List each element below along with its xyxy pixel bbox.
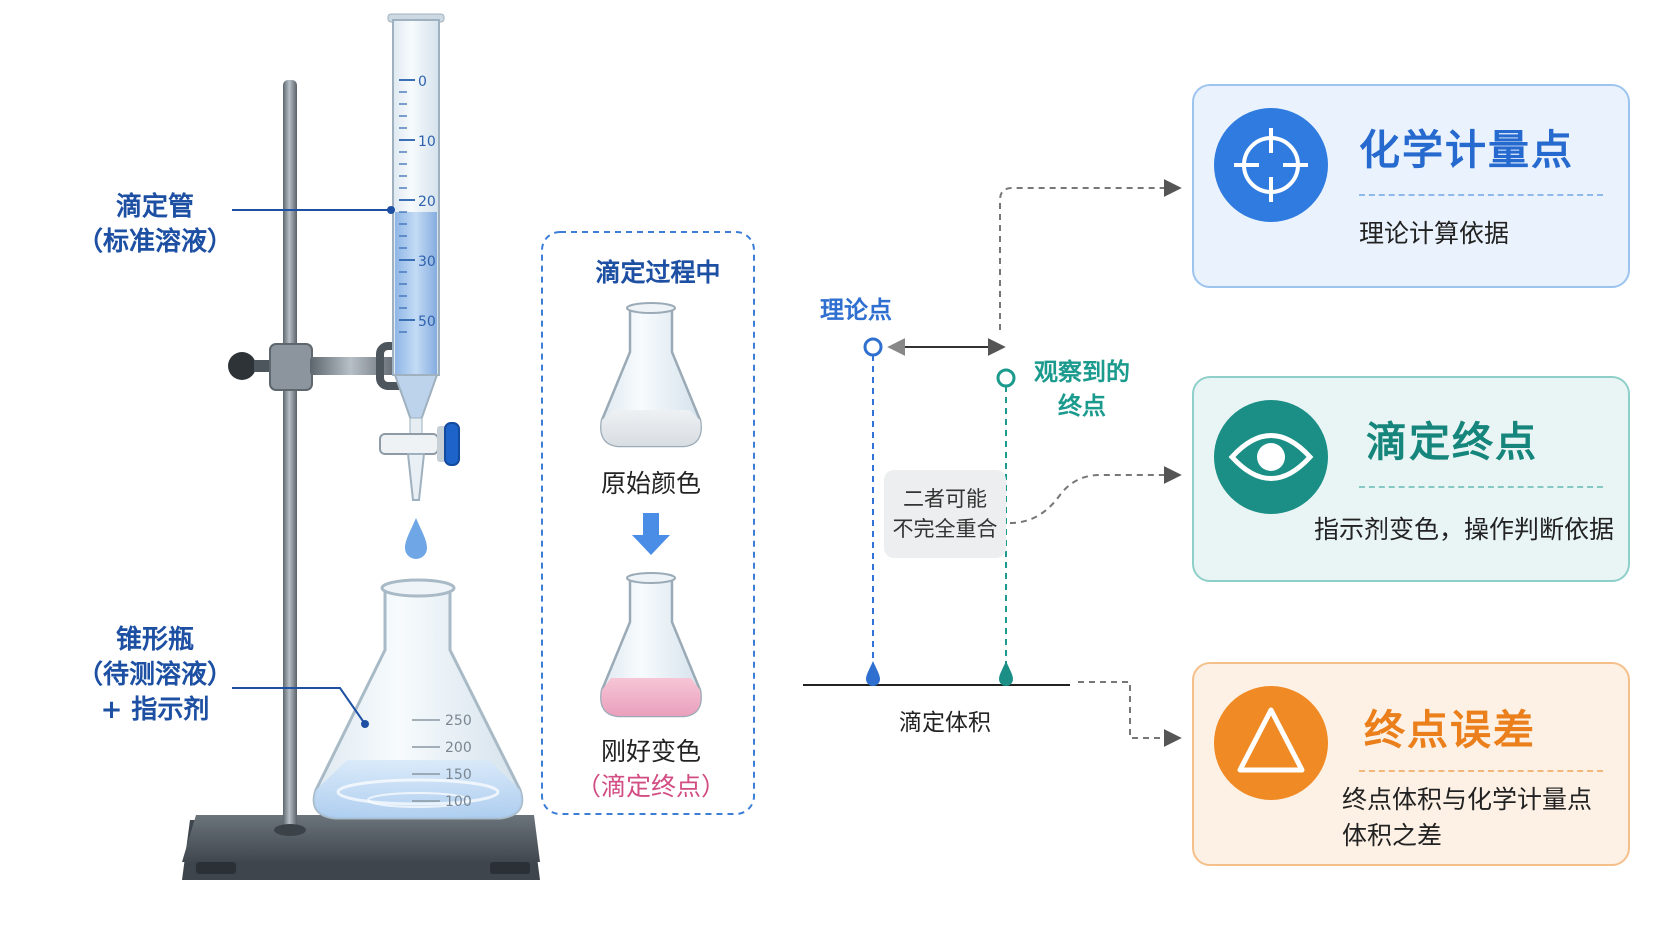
connector-stoich (999, 179, 1182, 330)
observed-drop (999, 661, 1013, 686)
before-caption: 原始颜色 (600, 469, 701, 498)
flask-tick-label: 200 (445, 740, 472, 756)
card-description: 终点体积与化学计量点 体积之差 (1342, 782, 1592, 855)
card-description-line1: 终点体积与化学计量点 (1342, 785, 1593, 814)
theory-point-label: 理论点 (820, 296, 892, 324)
theory-point-marker (863, 337, 883, 357)
observed-label-line1: 观察到的 (1034, 358, 1130, 386)
burette-tick-label: 0 (418, 74, 427, 90)
burette-label-line1: 滴定管 (115, 192, 194, 222)
after-caption: 刚好变色 (600, 737, 701, 766)
card-description: 理论计算依据 (1359, 219, 1510, 248)
observed-point-marker (996, 368, 1016, 388)
burette-clamp (228, 342, 424, 391)
card-title: 滴定终点 (1366, 418, 1538, 466)
flask-label-line3: + 指示剂 (100, 695, 210, 726)
flask-label-line2: （待测溶液） (76, 660, 233, 691)
connector-error (1078, 681, 1182, 747)
card-stoichiometric-point: 化学计量点 理论计算依据 (1192, 84, 1630, 288)
burette-label: 滴定管 （标准溶液） (60, 190, 250, 260)
process-down-arrow (632, 513, 670, 555)
card-title: 化学计量点 (1359, 126, 1574, 174)
card-separator (1359, 194, 1603, 196)
observed-label-line2: 终点 (1058, 391, 1106, 420)
falling-drop (405, 518, 427, 559)
card-description-line2: 体积之差 (1342, 821, 1443, 851)
warning-triangle-icon (1214, 686, 1328, 800)
observed-point-label: 观察到的 终点 (1022, 356, 1142, 423)
burette-tick-label: 50 (418, 314, 436, 330)
axis-label: 滴定体积 (899, 710, 991, 736)
card-titration-endpoint: 滴定终点 指示剂变色，操作判断依据 (1192, 376, 1630, 582)
note-line1: 二者可能 (903, 486, 987, 511)
burette-label-line2: （标准溶液） (76, 227, 233, 258)
flask-tick-label: 150 (445, 767, 472, 783)
card-separator (1359, 770, 1603, 772)
flask-scale: 250 200 150 100 (412, 713, 472, 810)
flask-original-color (600, 302, 702, 448)
card-endpoint-error: 终点误差 终点体积与化学计量点 体积之差 (1192, 662, 1630, 866)
connector-endpoint (1009, 466, 1182, 524)
burette-scale: 0 10 20 30 50 (399, 74, 436, 333)
flask-tick-label: 250 (445, 713, 472, 729)
burette (379, 13, 460, 501)
process-box (541, 231, 755, 815)
flask-label: 锥形瓶 （待测溶液） + 指示剂 (55, 623, 255, 728)
flask-changed-color (600, 572, 702, 718)
conical-flask (312, 578, 524, 820)
flask-tick-label: 100 (445, 794, 472, 810)
stand-base (182, 815, 540, 880)
process-title: 滴定过程中 (595, 258, 721, 287)
stand-rod (283, 80, 297, 832)
flask-label-line1: 锥形瓶 (115, 625, 194, 655)
burette-tick-label: 20 (418, 194, 436, 210)
eye-icon (1214, 400, 1328, 514)
card-title: 终点误差 (1364, 706, 1536, 754)
burette-tick-label: 10 (418, 134, 436, 150)
mismatch-note: 二者可能 不完全重合 (884, 470, 1006, 558)
burette-tick-label: 30 (418, 254, 436, 270)
crosshair-icon (1214, 108, 1328, 222)
after-subcaption: （滴定终点） (575, 772, 726, 801)
theory-drop (866, 661, 880, 686)
card-description: 指示剂变色，操作判断依据 (1314, 515, 1615, 544)
note-line2: 不完全重合 (892, 517, 998, 541)
card-separator (1359, 486, 1603, 488)
